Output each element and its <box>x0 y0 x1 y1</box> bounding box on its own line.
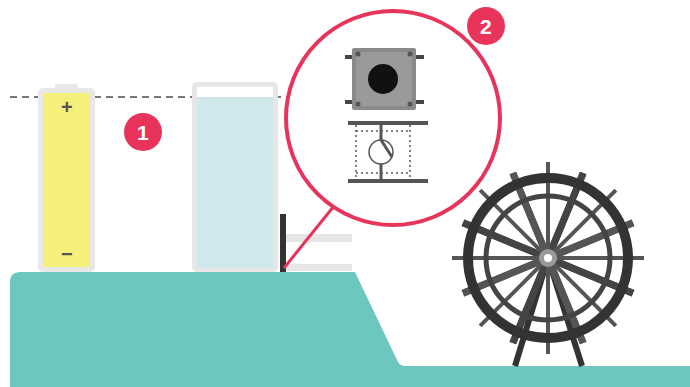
zoom-circle <box>286 11 500 225</box>
callout-circle <box>467 7 505 45</box>
battery: +− <box>43 93 90 267</box>
water-wheel <box>452 162 644 366</box>
terminal-sign: − <box>61 244 73 264</box>
battery-fill <box>43 93 90 267</box>
terminal-sign: + <box>61 97 73 117</box>
switch-symbol <box>348 123 428 181</box>
tank-inner <box>197 87 273 268</box>
pipe <box>284 264 352 271</box>
pushbutton <box>345 48 424 110</box>
tank-wall <box>192 82 278 272</box>
wheel-paddle <box>480 190 616 326</box>
callout-circle <box>124 113 162 151</box>
battery-case <box>38 88 95 272</box>
pipe <box>284 234 352 242</box>
leader-line <box>284 206 334 268</box>
callout-number: 2 <box>480 16 492 37</box>
water <box>197 97 273 268</box>
callout-number: 1 <box>137 122 149 143</box>
valve <box>280 214 286 272</box>
